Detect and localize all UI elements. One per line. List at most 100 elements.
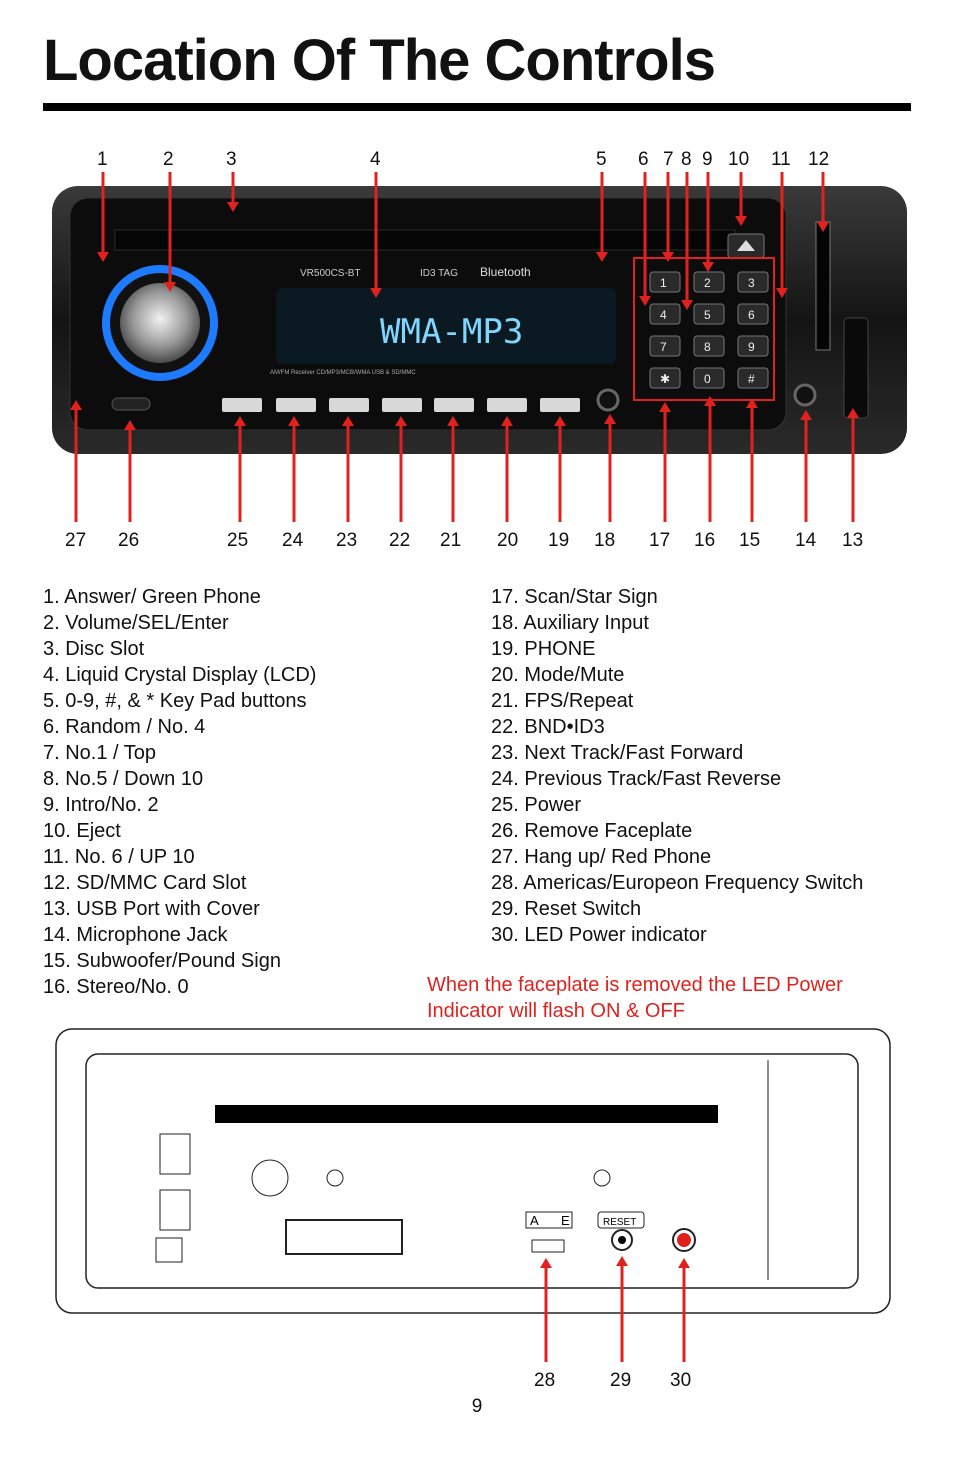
eject-icon	[737, 240, 755, 251]
keypad-key[interactable]	[693, 271, 725, 293]
callout-arrowhead	[604, 414, 616, 424]
faceplate-disc-slot	[215, 1105, 718, 1123]
keypad-key[interactable]	[737, 271, 769, 293]
callout-10: 10	[728, 149, 750, 170]
faceplate-clip	[159, 1189, 191, 1231]
callout-arrowhead	[800, 410, 812, 420]
lcd-text: WMA-MP3	[380, 312, 523, 352]
callout-arrowhead	[847, 408, 859, 418]
callout-arrowhead	[659, 402, 671, 412]
callout-arrowhead	[639, 296, 651, 306]
legend-item: 16. Stereo/No. 0	[43, 976, 189, 998]
keypad-key-label: 7	[660, 340, 667, 354]
callout-18: 18	[594, 530, 616, 551]
next-track-button[interactable]	[329, 398, 369, 412]
page-number: 9	[471, 1396, 483, 1417]
callout-28: 28	[534, 1370, 556, 1391]
legend-item: 20. Mode/Mute	[491, 664, 625, 686]
callout-21: 21	[440, 530, 462, 551]
legend-item: 5. 0-9, #, & * Key Pad buttons	[43, 690, 307, 712]
legend-item: 30. LED Power indicator	[491, 924, 707, 946]
legend-item: 1. Answer/ Green Phone	[43, 586, 261, 608]
keypad-key-label: 4	[660, 308, 667, 322]
callout-1: 1	[97, 149, 108, 170]
switch-label-e: E	[561, 1213, 570, 1228]
legend-item: 24. Previous Track/Fast Reverse	[491, 768, 782, 790]
legend-item: 19. PHONE	[491, 638, 596, 660]
faceplate-note: When the faceplate is removed the LED Po…	[427, 974, 843, 1022]
reset-pin	[618, 1236, 626, 1244]
callout-5: 5	[596, 149, 607, 170]
power-button[interactable]	[222, 398, 262, 412]
usb-cover[interactable]	[843, 317, 869, 419]
callout-arrowhead	[735, 216, 747, 226]
frequency-switch[interactable]	[531, 1239, 565, 1253]
callout-9: 9	[702, 149, 713, 170]
callout-arrowhead	[97, 252, 109, 262]
callout-arrowhead	[776, 288, 788, 298]
band-button[interactable]	[382, 398, 422, 412]
keypad-key-label: 2	[704, 276, 711, 290]
legend-item: 21. FPS/Repeat	[491, 690, 634, 712]
callout-3: 3	[226, 149, 237, 170]
keypad-key[interactable]	[693, 367, 725, 389]
keypad-key[interactable]	[649, 335, 681, 357]
volume-knob[interactable]	[120, 283, 200, 363]
keypad-key[interactable]	[693, 335, 725, 357]
front-buttons	[222, 398, 580, 412]
callout-arrowhead	[746, 398, 758, 408]
prev-track-button[interactable]	[276, 398, 316, 412]
model-label: VR500CS-BT	[300, 268, 361, 279]
legend-item: 10. Eject	[43, 820, 121, 842]
keypad-key[interactable]	[737, 303, 769, 325]
faceplate-hole-small	[593, 1169, 611, 1187]
fps-button[interactable]	[434, 398, 474, 412]
legend-item: 14. Microphone Jack	[43, 924, 228, 946]
callout-4: 4	[370, 149, 381, 170]
callout-27: 27	[65, 530, 87, 551]
legend-item: 29. Reset Switch	[491, 898, 642, 920]
callout-arrowhead	[616, 1256, 628, 1266]
callout-16: 16	[694, 530, 716, 551]
callout-12: 12	[808, 149, 830, 170]
aux-jack[interactable]	[596, 388, 620, 412]
callout-8: 8	[681, 149, 692, 170]
keypad-key[interactable]	[649, 303, 681, 325]
callout-arrowhead	[702, 262, 714, 272]
release-button[interactable]	[111, 397, 151, 411]
callout-arrows	[70, 172, 859, 1362]
mic-jack[interactable]	[793, 383, 817, 407]
legend-item: 4. Liquid Crystal Display (LCD)	[43, 664, 317, 686]
keypad-key[interactable]	[737, 335, 769, 357]
callout-6: 6	[638, 149, 649, 170]
keypad-key[interactable]	[649, 367, 681, 389]
faceplate-clip	[159, 1133, 191, 1175]
legend-item: 7. No.1 / Top	[43, 742, 157, 764]
callout-11: 11	[771, 149, 791, 170]
callout-arrowhead	[817, 222, 829, 232]
phone-button[interactable]	[540, 398, 580, 412]
callout-arrowhead	[554, 416, 566, 426]
page-title: Location Of The Controls	[43, 28, 716, 93]
faceplate-hole-small	[326, 1169, 344, 1187]
callout-arrowhead	[681, 300, 693, 310]
faceplate-square	[155, 1237, 183, 1263]
keypad-key[interactable]	[693, 303, 725, 325]
keypad-key[interactable]	[649, 271, 681, 293]
keypad-key-label: 0	[704, 372, 711, 386]
callout-arrowhead	[227, 202, 239, 212]
bluetooth-label: Bluetooth	[480, 265, 531, 279]
keypad-key[interactable]	[737, 367, 769, 389]
callout-20: 20	[497, 530, 519, 551]
faceplate-connector	[285, 1219, 403, 1255]
faceplate-inner	[85, 1053, 859, 1289]
callout-17: 17	[649, 530, 671, 551]
callout-15: 15	[739, 530, 761, 551]
mode-button[interactable]	[487, 398, 527, 412]
reset-label-box	[597, 1211, 645, 1229]
callout-arrowhead	[447, 416, 459, 426]
callout-14: 14	[795, 530, 817, 551]
keypad-key-label: ✱	[660, 372, 670, 386]
